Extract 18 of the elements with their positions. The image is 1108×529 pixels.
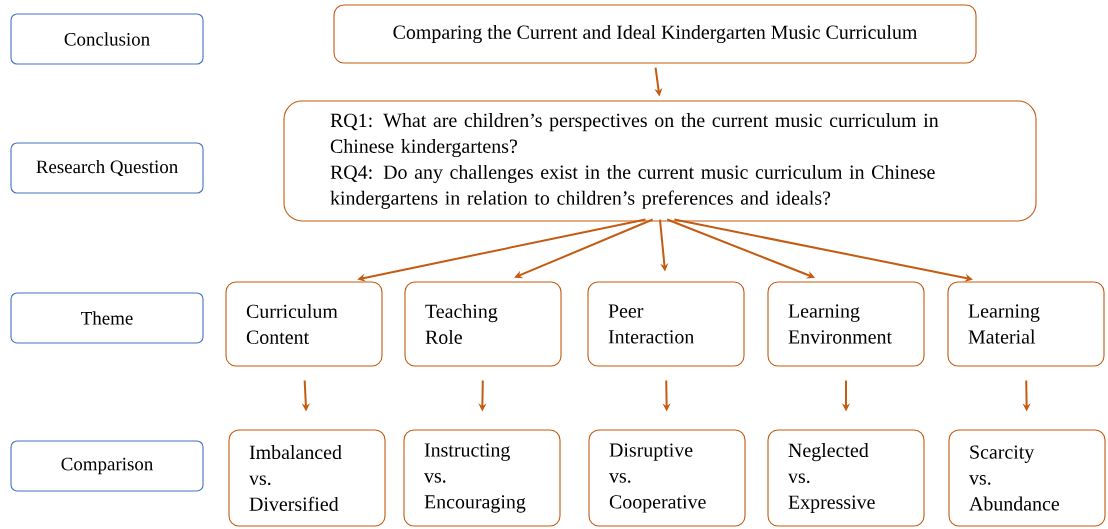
row-label-box: Comparison [10, 440, 204, 492]
conclusion-box: Comparing the Current and Ideal Kindergarten Music Curriculum [333, 4, 977, 64]
theme-box: Curriculum Content [225, 281, 383, 367]
theme-box: Learning Material [947, 281, 1105, 367]
comparison-box: Imbalanced vs. Diversified [228, 429, 386, 527]
comparison-box: Instructing vs. Encouraging [403, 429, 561, 527]
theme-box: Teaching Role [404, 281, 562, 367]
theme-box: Peer Interaction [587, 281, 745, 367]
arrow [514, 218, 654, 279]
comparison-box: Scarcity vs. Abundance [948, 429, 1106, 527]
research-question-box: RQ1: What are children’s perspectives on the current music curriculum in Chinese kindergartens? RQ4: Do any challenges exist in the current music curriculum in Chinese kindergartens in relation to children’s preferences and ideals? [283, 100, 1037, 222]
row-label-box: Research Question [10, 142, 204, 194]
comparison-box: Disruptive vs. Cooperative [588, 429, 746, 527]
comparison-box: Neglected vs. Expressive [767, 429, 925, 527]
theme-box: Learning Environment [767, 281, 925, 367]
row-label-box: Conclusion [10, 13, 204, 65]
arrow [673, 218, 973, 282]
row-label-box: Theme [10, 292, 204, 344]
